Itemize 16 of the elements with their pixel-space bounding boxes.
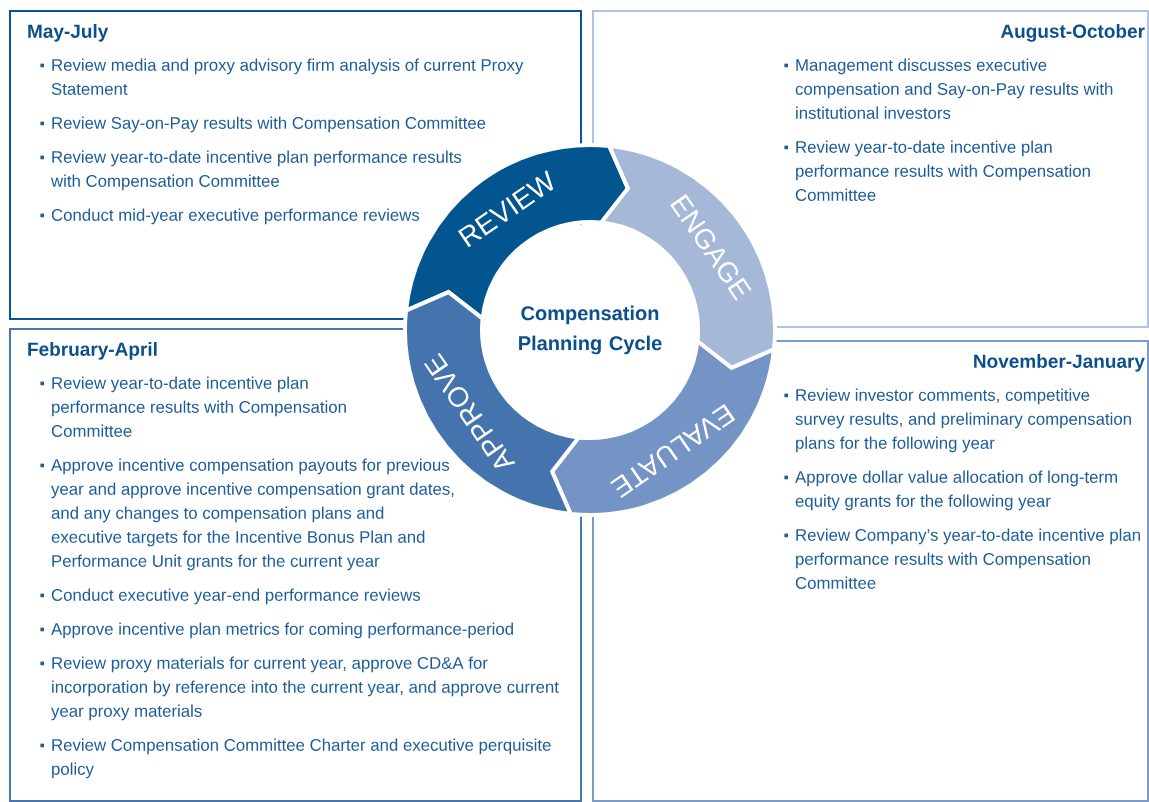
bullet-item: Review Company’s year-to-date incentive plan performance results with Compensation Committee	[784, 528, 1140, 589]
bullet-item: Management discusses executive compensation and Say-on-Pay results with institutional investors	[784, 58, 1113, 119]
panel-heading: May-July	[28, 24, 109, 42]
bullet-item: Review year-to-date incentive plan performance results with Compensation Committee	[40, 376, 346, 437]
bullet-item: Conduct executive year-end performance reviews	[40, 588, 421, 605]
bullet-item: Review media and proxy advisory firm analysis of current Proxy Statement	[40, 58, 524, 95]
bullet-item: Approve dollar value allocation of long-term equity grants for the following year	[784, 470, 1117, 511]
bullet-item: Review year-to-date incentive plan performance results with Compensation Committee	[784, 140, 1090, 201]
bullet-item: Review proxy materials for current year, approve CD&A for incorporation by reference into the current year, and approve current year proxy materials	[40, 656, 559, 721]
bullet-item: Review investor comments, competitive survey results, and preliminary compensation plans for the following year	[784, 388, 1131, 453]
panel-heading: August-October	[1000, 24, 1145, 42]
panel-heading: November-January	[974, 354, 1145, 372]
bullet-item: Approve incentive plan metrics for coming performance-period	[40, 622, 513, 639]
panel-heading: February-April	[28, 342, 157, 360]
bullet-item: Review Say-on-Pay results with Compensation Committee	[40, 116, 486, 133]
bullet-item: Review Compensation Committee Charter and executive perquisite policy	[40, 738, 551, 779]
